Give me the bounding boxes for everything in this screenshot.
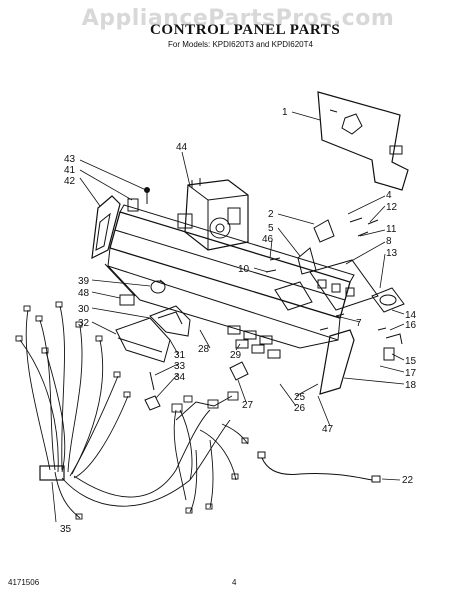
callout-32: 32 — [78, 318, 90, 329]
document-id: 4171506 — [8, 578, 40, 587]
callout-29: 29 — [230, 350, 242, 361]
wire-lead — [257, 451, 381, 483]
callout-2: 2 — [268, 209, 274, 220]
page-number: 4 — [232, 578, 237, 587]
callout-28: 28 — [198, 344, 210, 355]
leader-lines — [51, 111, 405, 523]
callout-12: 12 — [386, 202, 398, 213]
right-end-cap — [319, 329, 403, 395]
callout-4: 4 — [386, 190, 392, 201]
actuator — [371, 287, 405, 313]
back-panel-plate — [317, 91, 409, 191]
knob-assembly — [119, 279, 166, 306]
callout-26: 26 — [294, 403, 306, 414]
callout-1: 1 — [282, 107, 288, 118]
watermark: AppliancePartsPros.com — [81, 6, 395, 31]
callout-44: 44 — [176, 142, 188, 153]
callout-43: 43 — [64, 154, 76, 165]
wire-harness — [15, 301, 249, 520]
callout-labels: 1 44 43 41 42 2 5 46 10 4 12 11 8 13 14 … — [60, 107, 417, 535]
callout-22: 22 — [402, 475, 414, 486]
callout-13: 13 — [386, 248, 398, 259]
screws — [265, 217, 387, 331]
callout-14: 14 — [405, 310, 417, 321]
callout-25: 25 — [294, 392, 306, 403]
control-module — [177, 178, 249, 251]
callout-33: 33 — [174, 361, 186, 372]
callout-8: 8 — [386, 236, 392, 247]
left-end-cap — [91, 187, 150, 260]
model-subtitle: For Models: KPDI620T3 and KPDI620T4 — [168, 40, 313, 49]
callout-47: 47 — [322, 424, 334, 435]
callout-27: 27 — [242, 400, 254, 411]
page-title: CONTROL PANEL PARTS — [150, 22, 341, 38]
fasteners — [144, 371, 161, 411]
callout-10: 10 — [238, 264, 250, 275]
callout-16: 16 — [405, 320, 417, 331]
small-knob — [229, 361, 249, 381]
callout-31: 31 — [174, 350, 186, 361]
callout-15: 15 — [405, 356, 417, 367]
bracket — [149, 305, 191, 337]
callout-17: 17 — [405, 368, 417, 379]
callout-7: 7 — [356, 318, 362, 329]
cover — [115, 317, 171, 363]
callout-11: 11 — [386, 224, 397, 235]
callout-5: 5 — [268, 223, 274, 234]
callout-30: 30 — [78, 304, 90, 315]
callout-34: 34 — [174, 372, 186, 383]
callout-48: 48 — [78, 288, 90, 299]
callout-42: 42 — [64, 176, 76, 187]
right-switch-assembly — [274, 259, 379, 311]
latch-parts — [297, 219, 335, 275]
callout-46: 46 — [262, 234, 274, 245]
callout-35: 35 — [60, 524, 72, 535]
callout-41: 41 — [64, 165, 76, 176]
callout-39: 39 — [78, 276, 90, 287]
switch-bank — [227, 325, 281, 359]
callout-18: 18 — [405, 380, 417, 391]
